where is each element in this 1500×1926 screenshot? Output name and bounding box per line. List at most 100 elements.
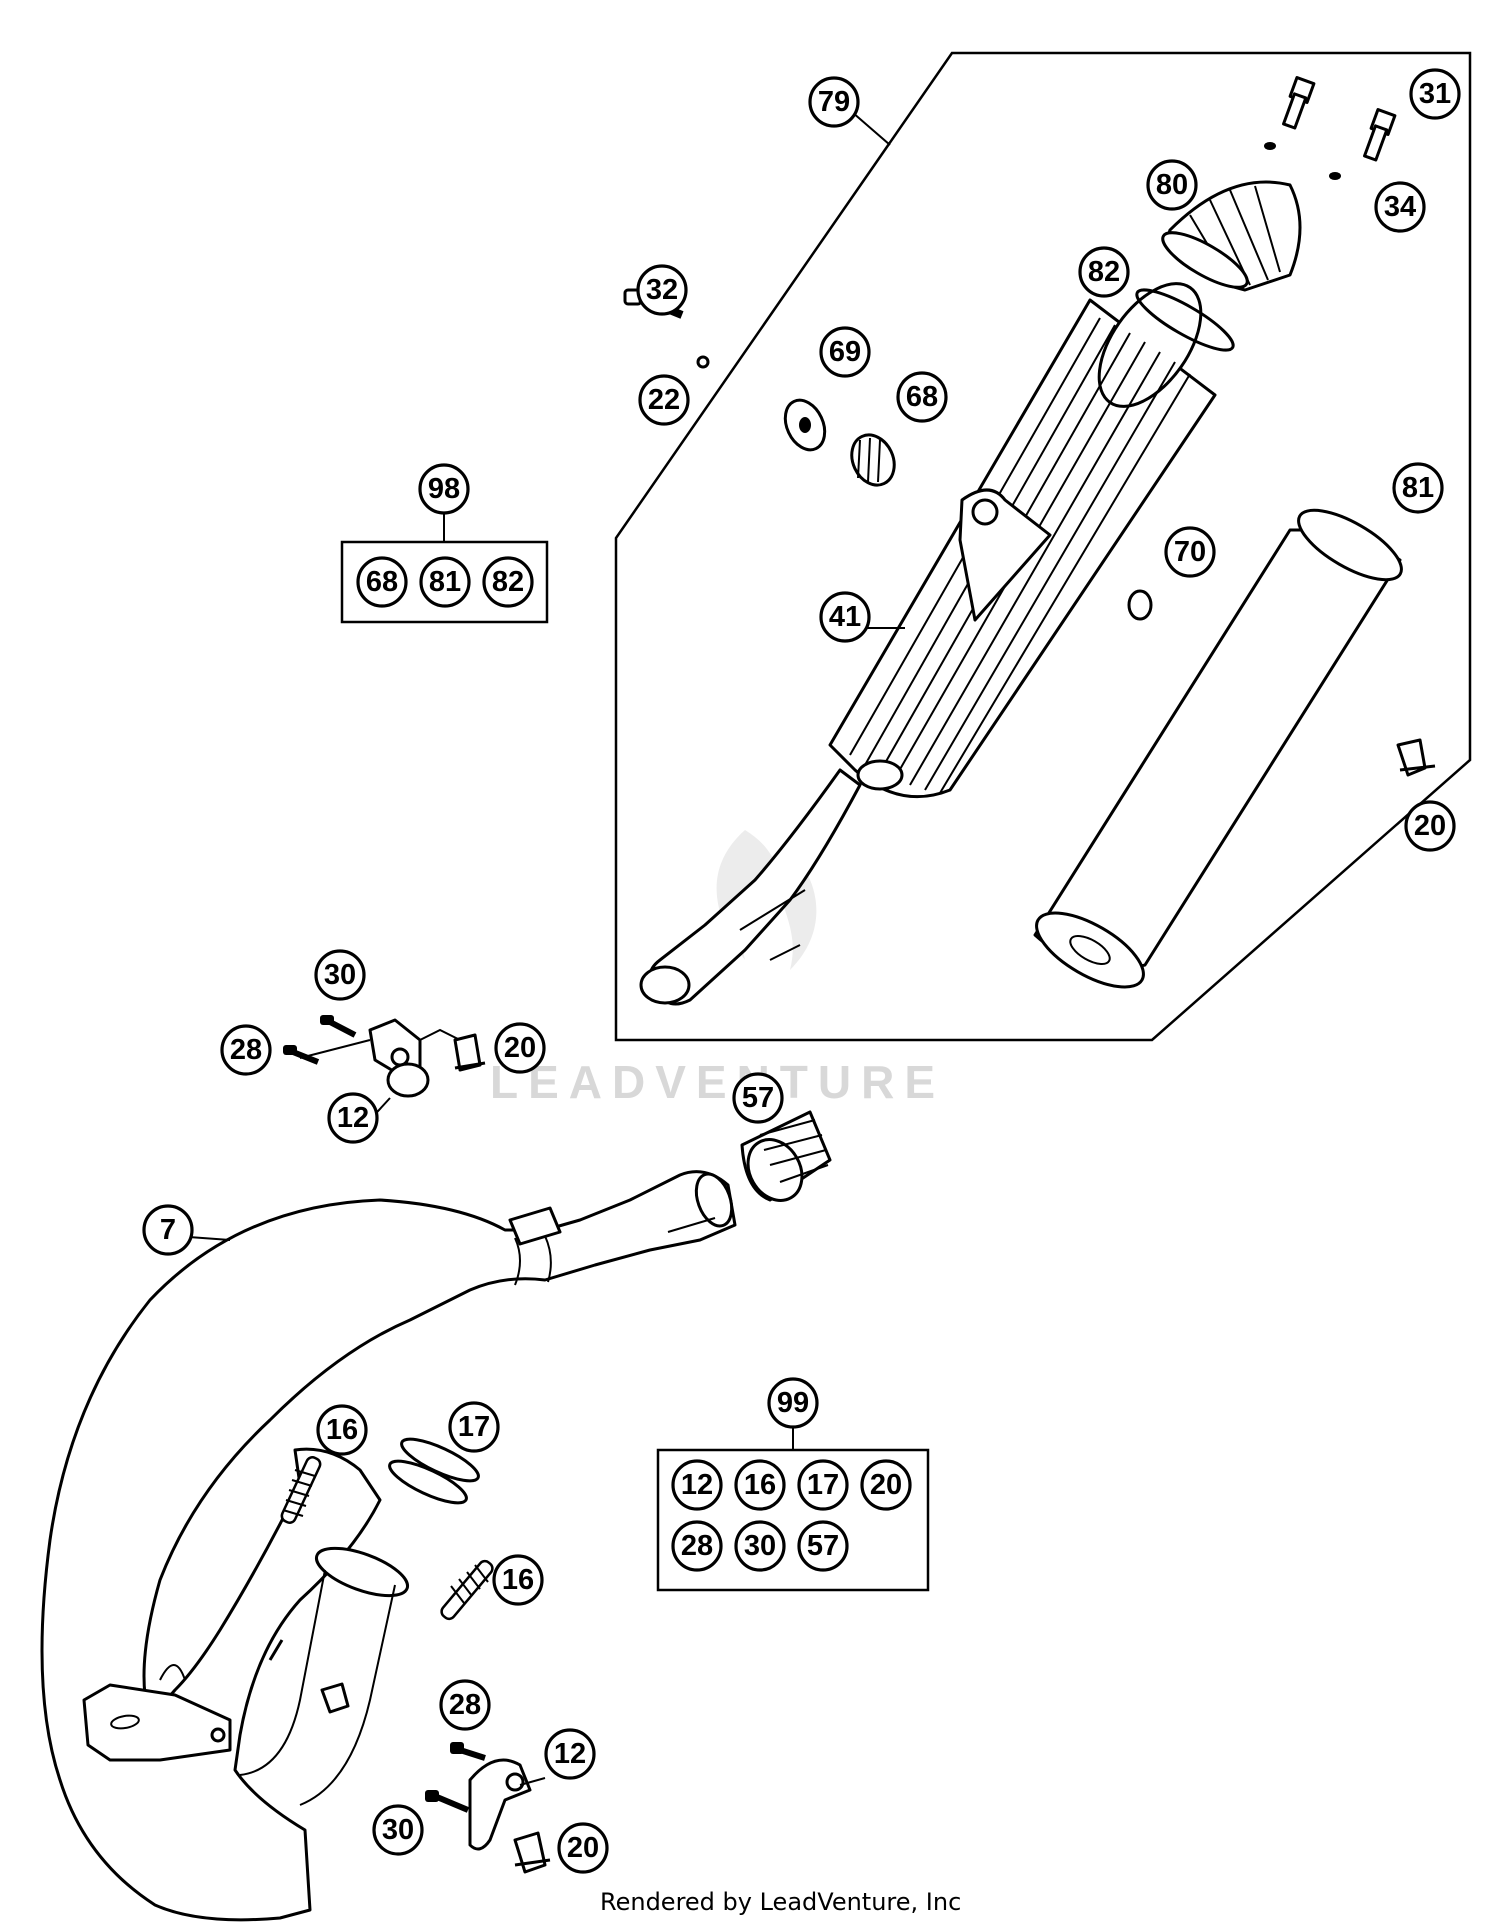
nut-70[interactable]: [1127, 589, 1153, 621]
svg-text:41: 41: [829, 601, 861, 633]
svg-text:81: 81: [1402, 472, 1434, 504]
spring-clip-lower[interactable]: [513, 1831, 551, 1874]
svg-text:20: 20: [567, 1832, 599, 1864]
end-cap-bolt-right[interactable]: [1363, 108, 1397, 162]
callout-57[interactable]: 57: [732, 1072, 784, 1124]
silencer-body[interactable]: [639, 266, 1221, 1006]
callout-28-lower[interactable]: 28: [439, 1679, 491, 1731]
leader-lines: [174, 111, 905, 1786]
callout-41[interactable]: 41: [819, 591, 871, 643]
kit99-item-4: 20: [860, 1459, 912, 1511]
svg-text:12: 12: [554, 1738, 586, 1770]
callout-20-mid[interactable]: 20: [494, 1022, 546, 1074]
svg-text:28: 28: [681, 1530, 713, 1562]
svg-text:16: 16: [744, 1469, 776, 1501]
kit98-item-1: 68: [356, 556, 408, 608]
svg-text:82: 82: [1088, 256, 1120, 288]
callout-20-lower[interactable]: 20: [557, 1822, 609, 1874]
callout-70[interactable]: 70: [1164, 526, 1216, 578]
o-ring[interactable]: [1130, 280, 1239, 359]
svg-text:12: 12: [337, 1102, 369, 1134]
spacer-sleeve[interactable]: [844, 428, 902, 492]
callout-31[interactable]: 31: [1409, 68, 1461, 120]
kit99-item-7: 57: [797, 1520, 849, 1572]
svg-text:12: 12: [681, 1469, 713, 1501]
callout-98[interactable]: 98: [418, 463, 470, 515]
callout-34[interactable]: 34: [1374, 181, 1426, 233]
callout-82[interactable]: 82: [1078, 246, 1130, 298]
rubber-grommet[interactable]: [778, 394, 833, 456]
svg-text:22: 22: [648, 384, 680, 416]
svg-text:57: 57: [742, 1082, 774, 1114]
callout-12-lower[interactable]: 12: [544, 1728, 596, 1780]
svg-text:20: 20: [870, 1469, 902, 1501]
callout-30-upper[interactable]: 30: [314, 949, 366, 1001]
svg-text:32: 32: [646, 274, 678, 306]
svg-text:81: 81: [429, 566, 461, 598]
svg-text:34: 34: [1384, 191, 1416, 223]
spring-clip-upper-left[interactable]: [453, 1033, 486, 1072]
callout-12-upper[interactable]: 12: [327, 1092, 379, 1144]
svg-text:57: 57: [807, 1530, 839, 1562]
svg-text:69: 69: [829, 336, 861, 368]
svg-text:17: 17: [458, 1411, 490, 1443]
exhaust-spring-lower[interactable]: [439, 1559, 495, 1622]
footer-credit: Rendered by LeadVenture, Inc: [600, 1888, 961, 1916]
washers[interactable]: [1264, 142, 1341, 180]
callout-79[interactable]: 79: [808, 76, 860, 128]
lower-bolt-30[interactable]: [425, 1790, 470, 1813]
svg-text:30: 30: [382, 1814, 414, 1846]
callout-80[interactable]: 80: [1146, 159, 1198, 211]
callout-7[interactable]: 7: [142, 1204, 194, 1256]
svg-text:30: 30: [744, 1530, 776, 1562]
kit99-item-6: 30: [734, 1520, 786, 1572]
svg-text:68: 68: [906, 381, 938, 413]
callout-16-lower[interactable]: 16: [492, 1554, 544, 1606]
kit98-item-3: 82: [482, 556, 534, 608]
exhaust-seal[interactable]: [737, 1110, 832, 1210]
washer-small[interactable]: [696, 355, 710, 369]
callout-28-upper[interactable]: 28: [220, 1024, 272, 1076]
silencer-outer-tube[interactable]: [1026, 497, 1412, 1002]
callout-69[interactable]: 69: [819, 326, 871, 378]
svg-text:98: 98: [428, 473, 460, 505]
silencer-assembly-frame: [614, 51, 1472, 1042]
upper-bolt-30[interactable]: [320, 1015, 357, 1038]
spring-clip-upper[interactable]: [1396, 738, 1436, 777]
kit99-item-1: 12: [671, 1459, 723, 1511]
svg-text:7: 7: [160, 1214, 176, 1246]
callout-32[interactable]: 32: [636, 264, 688, 316]
callout-81[interactable]: 81: [1392, 462, 1444, 514]
lower-bracket[interactable]: [468, 1758, 532, 1851]
svg-text:31: 31: [1419, 78, 1451, 110]
exhaust-o-rings[interactable]: [385, 1431, 483, 1510]
end-cap-bolt-left[interactable]: [1282, 76, 1316, 130]
svg-text:16: 16: [502, 1564, 534, 1596]
svg-text:17: 17: [807, 1469, 839, 1501]
svg-text:30: 30: [324, 959, 356, 991]
callout-68[interactable]: 68: [896, 371, 948, 423]
kit99-item-3: 17: [797, 1459, 849, 1511]
svg-text:80: 80: [1156, 169, 1188, 201]
svg-text:16: 16: [326, 1414, 358, 1446]
lower-bolt-28[interactable]: [450, 1742, 486, 1761]
svg-text:70: 70: [1174, 536, 1206, 568]
svg-text:79: 79: [818, 86, 850, 118]
svg-text:99: 99: [777, 1387, 809, 1419]
callout-16-upper[interactable]: 16: [316, 1404, 368, 1456]
callout-30-lower[interactable]: 30: [372, 1804, 424, 1856]
svg-text:82: 82: [492, 566, 524, 598]
exhaust-spring-upper[interactable]: [280, 1455, 322, 1524]
end-cap[interactable]: [1156, 180, 1302, 297]
callout-17[interactable]: 17: [448, 1401, 500, 1453]
callout-99[interactable]: 99: [767, 1377, 819, 1429]
upper-bolt-28[interactable]: [283, 1045, 320, 1065]
svg-text:28: 28: [449, 1689, 481, 1721]
exhaust-pipe[interactable]: [40, 1169, 738, 1922]
svg-text:20: 20: [504, 1032, 536, 1064]
upper-bracket[interactable]: [299, 1018, 471, 1098]
kit98-item-2: 81: [419, 556, 471, 608]
callout-22[interactable]: 22: [638, 374, 690, 426]
callout-20-upper[interactable]: 20: [1404, 800, 1456, 852]
